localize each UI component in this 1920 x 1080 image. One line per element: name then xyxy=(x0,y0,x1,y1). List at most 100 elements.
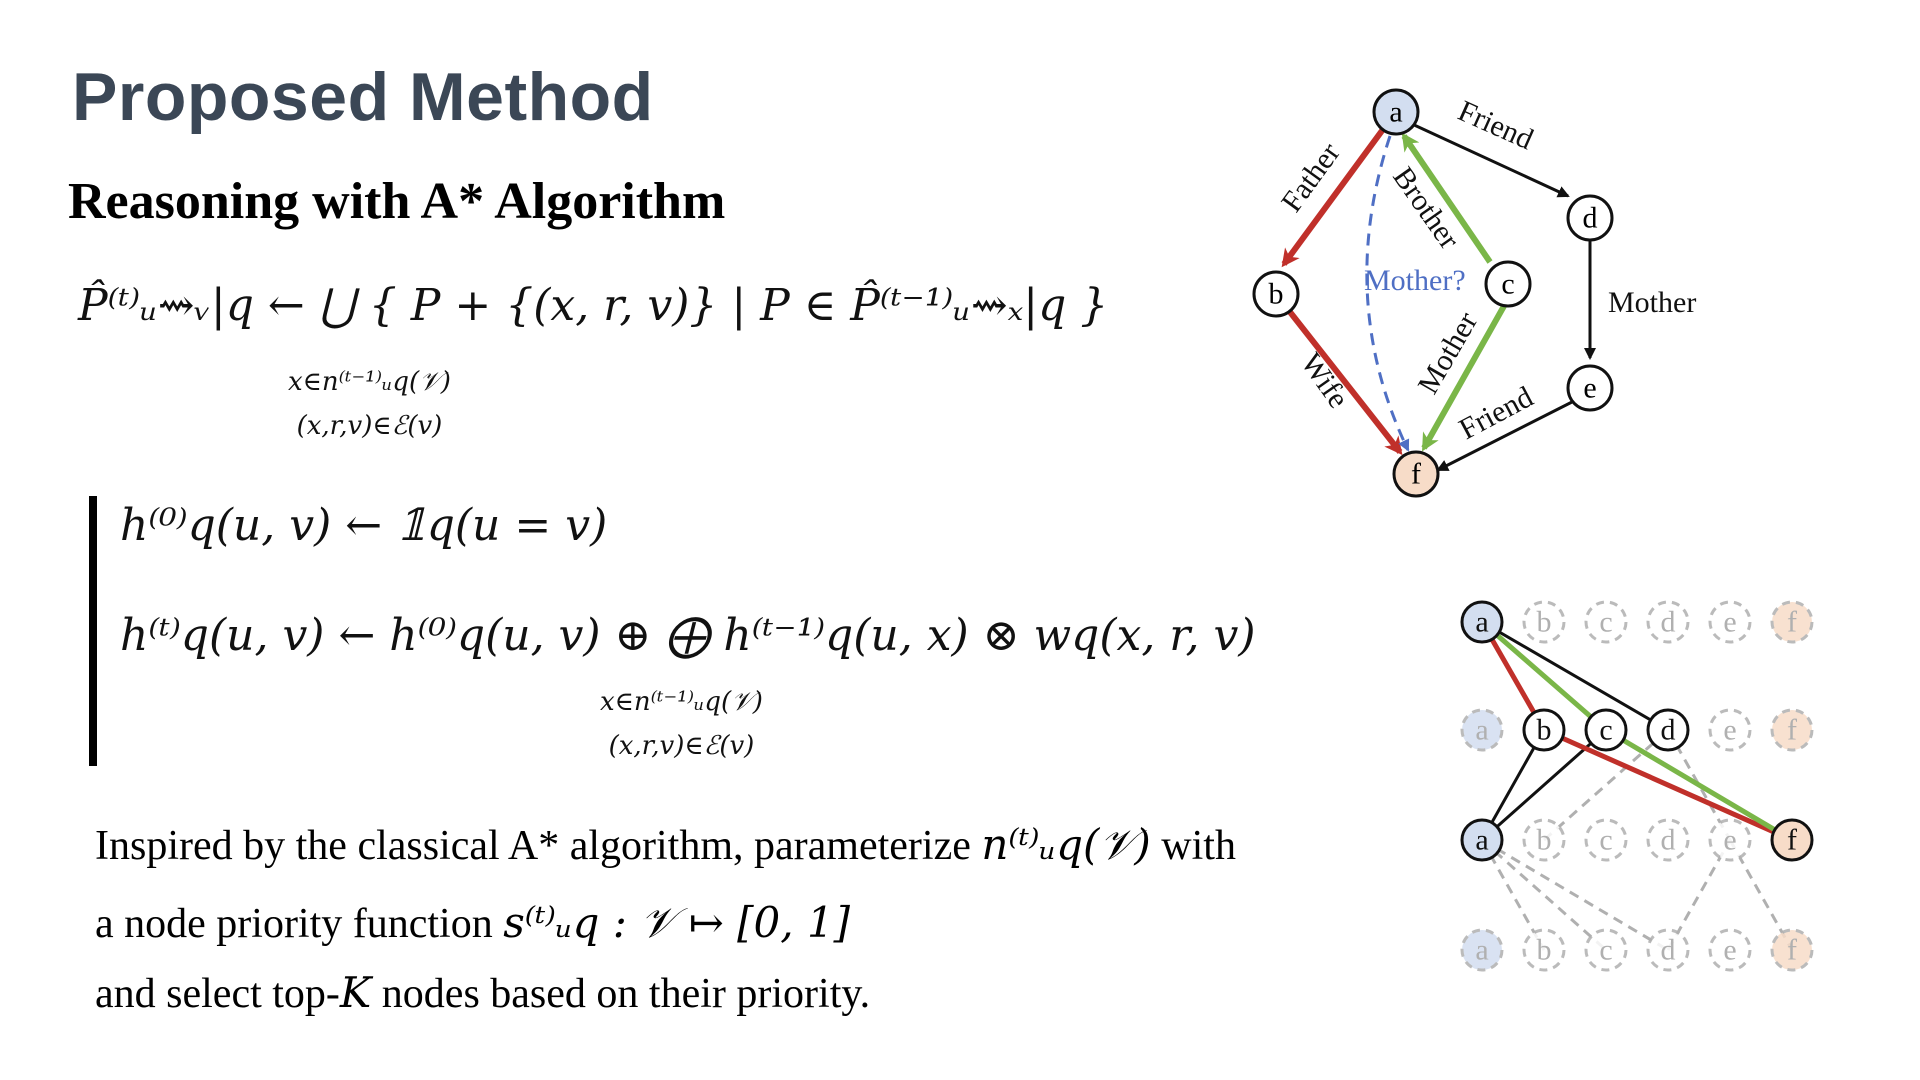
text-segment: and select top- xyxy=(95,971,340,1017)
svg-text:b: b xyxy=(1269,278,1284,311)
update-formula: h⁽ᵗ⁾q(u, v) ← h⁽⁰⁾q(u, v) ⊕ ⨁ h⁽ᵗ⁻¹⁾q(u,… xyxy=(120,610,1256,661)
update-subscript: x∈n⁽ᵗ⁻¹⁾ᵤq(𝒱) (x,r,v)∈ℰ(v) xyxy=(600,680,763,768)
grid-node-label: b xyxy=(1537,934,1552,967)
path-update-formula: P̂⁽ᵗ⁾ᵤ⇝ᵥ|q ← ⋃ { P + {(x, r, v)} | P ∈ P… xyxy=(78,280,1108,331)
grid-node-c-row1: c xyxy=(1584,600,1628,644)
grid-node-c-row4: c xyxy=(1584,928,1628,972)
grid-node-label: b xyxy=(1537,714,1552,747)
grid-node-label: b xyxy=(1537,824,1552,857)
edge-b-f xyxy=(1287,310,1403,456)
path-update-subscript: x∈n⁽ᵗ⁻¹⁾ᵤq(𝒱) (x,r,v)∈ℰ(v) xyxy=(288,360,451,448)
grid-node-label: d xyxy=(1661,606,1676,639)
edge-a-b xyxy=(1281,126,1387,268)
grid-node-label: c xyxy=(1599,606,1612,639)
path-update-sub-line1: x∈n⁽ᵗ⁻¹⁾ᵤq(𝒱) xyxy=(288,367,451,397)
node-b: b xyxy=(1252,270,1300,318)
text-segment: nodes based on their priority. xyxy=(371,971,871,1017)
grid-node-label: f xyxy=(1787,606,1797,639)
init-formula: h⁽⁰⁾q(u, v) ← 𝟙q(u = v) xyxy=(120,500,608,551)
grid-node-b-row4: b xyxy=(1522,928,1566,972)
node-a: a xyxy=(1372,88,1420,136)
node-e: e xyxy=(1566,364,1614,412)
svg-text:a: a xyxy=(1389,96,1402,129)
edge-query xyxy=(1365,135,1410,452)
text-segment: with xyxy=(1150,823,1236,869)
grid-node-a-row2: a xyxy=(1460,708,1504,752)
grid-node-c-row3: c xyxy=(1584,818,1628,862)
grid-node-d-row4: d xyxy=(1646,928,1690,972)
equation-group-bar xyxy=(89,496,97,766)
grid-edge-a-d xyxy=(1481,620,1669,732)
grid-node-label: a xyxy=(1475,934,1488,967)
grid-node-label: d xyxy=(1661,714,1676,747)
grid-node-label: e xyxy=(1723,606,1736,639)
text-segment: Inspired by the classical A* algorithm, … xyxy=(95,823,982,869)
grid-node-label: c xyxy=(1599,824,1612,857)
grid-node-f-row1: f xyxy=(1770,600,1814,644)
grid-node-e-row4: e xyxy=(1708,928,1752,972)
grid-node-d-row1: d xyxy=(1646,600,1690,644)
update-sub-line1: x∈n⁽ᵗ⁻¹⁾ᵤq(𝒱) xyxy=(600,687,763,717)
grid-node-label: f xyxy=(1787,714,1797,747)
math-segment: n⁽ᵗ⁾ᵤq(𝒱) xyxy=(981,820,1151,869)
svg-text:e: e xyxy=(1583,372,1596,405)
path-update-expression: P̂⁽ᵗ⁾ᵤ⇝ᵥ|q ← ⋃ { P + {(x, r, v)} | P ∈ P… xyxy=(78,280,1109,331)
paragraph-line-3: and select top-K nodes based on their pr… xyxy=(95,968,870,1018)
grid-edge-faded xyxy=(1481,838,1607,952)
grid-node-label: e xyxy=(1723,934,1736,967)
grid-edge-c-f-green xyxy=(1604,727,1794,843)
grid-node-label: a xyxy=(1475,714,1488,747)
grid-node-a-row4: a xyxy=(1460,928,1504,972)
grid-node-b-row3: b xyxy=(1522,818,1566,862)
math-segment: K xyxy=(339,968,372,1017)
math-segment: s⁽ᵗ⁾ᵤq : 𝒱 ↦ [0, 1] xyxy=(503,898,851,947)
slide-title: Proposed Method xyxy=(72,59,654,135)
grid-node-d-row2: d xyxy=(1646,708,1690,752)
grid-node-label: a xyxy=(1475,606,1488,639)
grid-node-label: c xyxy=(1599,934,1612,967)
grid-node-f-row3: f xyxy=(1770,818,1814,862)
grid-node-label: f xyxy=(1787,824,1797,857)
grid-edge-faded xyxy=(1481,838,1669,952)
paragraph-line-2: a node priority function s⁽ᵗ⁾ᵤq : 𝒱 ↦ [0… xyxy=(95,898,850,948)
node-f: f xyxy=(1392,450,1440,498)
grid-node-label: e xyxy=(1723,714,1736,747)
grid-node-label: d xyxy=(1661,934,1676,967)
update-sub-line2: (x,r,v)∈ℰ(v) xyxy=(608,731,755,761)
grid-node-e-row3: e xyxy=(1708,818,1752,862)
edge-a-d xyxy=(1411,122,1570,198)
grid-node-c-row2: c xyxy=(1584,708,1628,752)
text-segment: a node priority function xyxy=(95,901,504,947)
grid-node-e-row1: e xyxy=(1708,600,1752,644)
paragraph-line-1: Inspired by the classical A* algorithm, … xyxy=(95,820,1236,870)
edge-c-a xyxy=(1401,132,1493,264)
edge-e-f xyxy=(1436,400,1573,472)
edge-c-f xyxy=(1421,304,1507,452)
grid-node-label: d xyxy=(1661,824,1676,857)
grid-edge-faded xyxy=(1543,728,1669,842)
grid-node-label: e xyxy=(1723,824,1736,857)
svg-text:d: d xyxy=(1583,202,1598,235)
grid-edge-b-f-red xyxy=(1542,727,1794,843)
node-c: c xyxy=(1484,260,1532,308)
svg-text:c: c xyxy=(1501,268,1514,301)
grid-node-label: c xyxy=(1599,714,1612,747)
grid-node-label: b xyxy=(1537,606,1552,639)
grid-node-a-row1: a xyxy=(1460,600,1504,644)
node-d: d xyxy=(1566,194,1614,242)
grid-node-b-row2: b xyxy=(1522,708,1566,752)
grid-node-f-row4: f xyxy=(1770,928,1814,972)
grid-node-label: a xyxy=(1475,824,1488,857)
grid-node-b-row1: b xyxy=(1522,600,1566,644)
grid-node-a-row3: a xyxy=(1460,818,1504,862)
path-update-sub-line2: (x,r,v)∈ℰ(v) xyxy=(296,411,443,441)
svg-text:f: f xyxy=(1411,458,1421,491)
label-mother-de: Mother xyxy=(1608,286,1696,319)
grid-node-label: f xyxy=(1787,934,1797,967)
grid-node-d-row3: d xyxy=(1646,818,1690,862)
grid-edge-a-c-green xyxy=(1480,620,1608,732)
slide-subtitle: Reasoning with A* Algorithm xyxy=(68,173,726,230)
grid-node-e-row2: e xyxy=(1708,708,1752,752)
